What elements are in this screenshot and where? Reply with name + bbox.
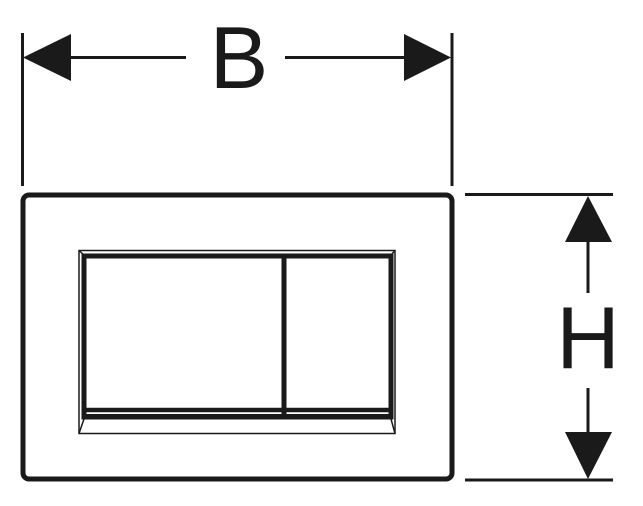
width-label: B (210, 8, 269, 107)
flush-buttons (87, 258, 388, 417)
outer-plate (20, 192, 455, 482)
arrow-right-icon (404, 34, 451, 81)
arrow-up-icon (565, 196, 612, 242)
width-dimension (21, 33, 454, 186)
arrow-left-icon (23, 34, 71, 81)
small-flush-button[interactable] (286, 259, 388, 408)
frame-outer-edge (78, 249, 396, 435)
bevel-bottom-right (390, 418, 396, 434)
button-frame (78, 249, 396, 435)
bevel-bottom-left (78, 418, 85, 434)
large-flush-button[interactable] (87, 259, 282, 408)
arrow-down-icon (565, 432, 612, 479)
height-label: H (556, 288, 620, 387)
height-dimension (465, 193, 613, 482)
frame-inner (81, 253, 394, 420)
